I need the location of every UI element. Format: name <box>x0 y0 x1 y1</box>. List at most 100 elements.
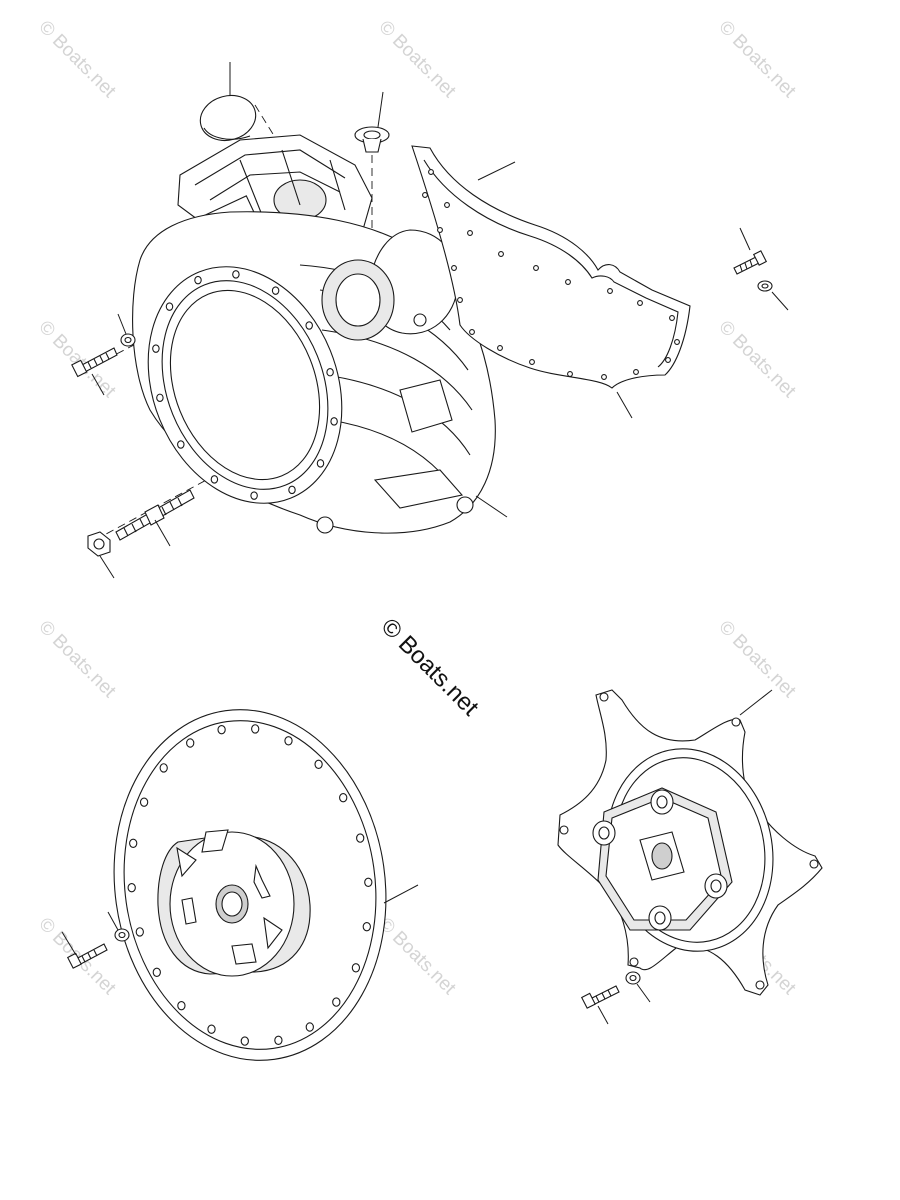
bolt-hole <box>362 922 371 932</box>
bolt-hole <box>139 797 149 807</box>
bolt-hole <box>451 265 457 271</box>
leader-line <box>107 911 119 931</box>
hub-cutouts <box>176 829 283 965</box>
bolt-hole <box>422 192 428 198</box>
leader-lines <box>61 62 789 1025</box>
bolt-hole <box>207 1024 216 1034</box>
leader-line <box>117 313 127 335</box>
watermark-text: © Boats.net <box>374 914 460 1000</box>
leader-line <box>597 1005 609 1025</box>
flywheel-housing <box>132 134 496 534</box>
bolt-hole <box>428 169 434 175</box>
bolt-hole <box>633 369 639 375</box>
bolt-hole <box>529 359 535 365</box>
watermark-text: © Boats.net <box>714 17 800 103</box>
leader-line <box>616 391 633 419</box>
bolt-hole <box>567 371 573 377</box>
leader-line <box>739 227 751 251</box>
bolt-hole <box>637 300 643 306</box>
bolt-hole <box>232 270 240 279</box>
bolt-hole <box>674 339 680 345</box>
bolt-hole <box>469 329 475 335</box>
bolt-hole <box>444 202 450 208</box>
bolt-hole <box>274 1035 283 1045</box>
leader-line <box>91 373 105 396</box>
watermark-text: © Boats.net <box>34 617 120 703</box>
bolt-hole <box>210 475 219 484</box>
bolt-hole <box>194 275 202 285</box>
bolt-hole <box>165 302 174 311</box>
washer-upper-right <box>757 280 773 292</box>
bolt-hole <box>351 963 361 973</box>
bolt-hole <box>152 344 160 353</box>
leader-line <box>383 884 419 904</box>
bolt-hole <box>316 459 325 468</box>
housing-gasket <box>411 145 691 389</box>
bolt-hole <box>251 724 260 734</box>
bolt-hole <box>156 393 164 403</box>
bolt-hole <box>135 927 144 937</box>
washer-coupler <box>625 971 641 985</box>
bolt-flywheel <box>66 943 108 969</box>
bolt-hole <box>271 286 280 295</box>
bolt-hole <box>533 265 539 271</box>
flywheel <box>113 709 387 1061</box>
flywheel-bolt-holes <box>127 724 373 1046</box>
bolt-hole <box>669 315 675 321</box>
leader-line <box>377 91 384 128</box>
leader-line <box>475 495 508 518</box>
grommet <box>354 126 390 153</box>
bolt-hole <box>339 793 348 803</box>
bolt-hole <box>284 736 293 746</box>
bolt-hole <box>305 321 313 330</box>
leader-line <box>477 161 516 181</box>
leader-line <box>739 689 773 716</box>
bolt-hole <box>152 967 161 977</box>
bolt-hole <box>356 833 365 843</box>
hex-nut <box>87 531 111 557</box>
bolt-hole <box>607 288 613 294</box>
bolt-hole <box>217 725 226 735</box>
bolt-coupler <box>580 985 620 1009</box>
bolt-hole <box>177 440 185 449</box>
bolt-hole <box>364 877 373 887</box>
bolt-hole <box>497 345 503 351</box>
leader-line <box>636 983 651 1003</box>
bolt-hole <box>305 1022 314 1032</box>
bolt-hole <box>250 491 258 500</box>
bolt-hole <box>240 1036 249 1046</box>
leader-line <box>61 931 77 956</box>
bolt-hole <box>437 227 443 233</box>
leader-line <box>99 555 115 579</box>
leader-line <box>154 519 171 547</box>
housing-bolt-holes <box>152 270 338 500</box>
bolt-hole <box>288 485 296 495</box>
bolt-hole <box>127 883 136 893</box>
washer-housing-left <box>120 333 136 347</box>
watermark-center-text: © Boats.net <box>376 613 484 721</box>
bolt-hole <box>498 251 504 257</box>
bolt-hole <box>326 367 334 377</box>
drive-coupler <box>557 689 823 996</box>
plug-cap <box>199 94 257 142</box>
bolt-hole <box>565 279 571 285</box>
bolt-hole <box>601 374 607 380</box>
watermark-text: © Boats.net <box>714 617 800 703</box>
bolt-hole <box>665 357 671 363</box>
leader-line <box>771 291 789 311</box>
bolt-hole <box>177 1001 186 1011</box>
watermark-text: © Boats.net <box>714 317 800 403</box>
stud <box>115 489 195 541</box>
bolt-housing-left <box>71 347 118 378</box>
bolt-hole <box>159 763 168 773</box>
bolt-hole <box>129 838 138 848</box>
watermark-text: © Boats.net <box>34 17 120 103</box>
bolt-hole <box>332 997 341 1007</box>
bolt-hole <box>330 417 338 426</box>
bolt-hole <box>314 759 323 769</box>
washer-flywheel <box>114 928 130 942</box>
screw-upper-right <box>733 250 768 275</box>
bolt-hole <box>467 230 473 236</box>
bolt-hole <box>457 297 463 303</box>
